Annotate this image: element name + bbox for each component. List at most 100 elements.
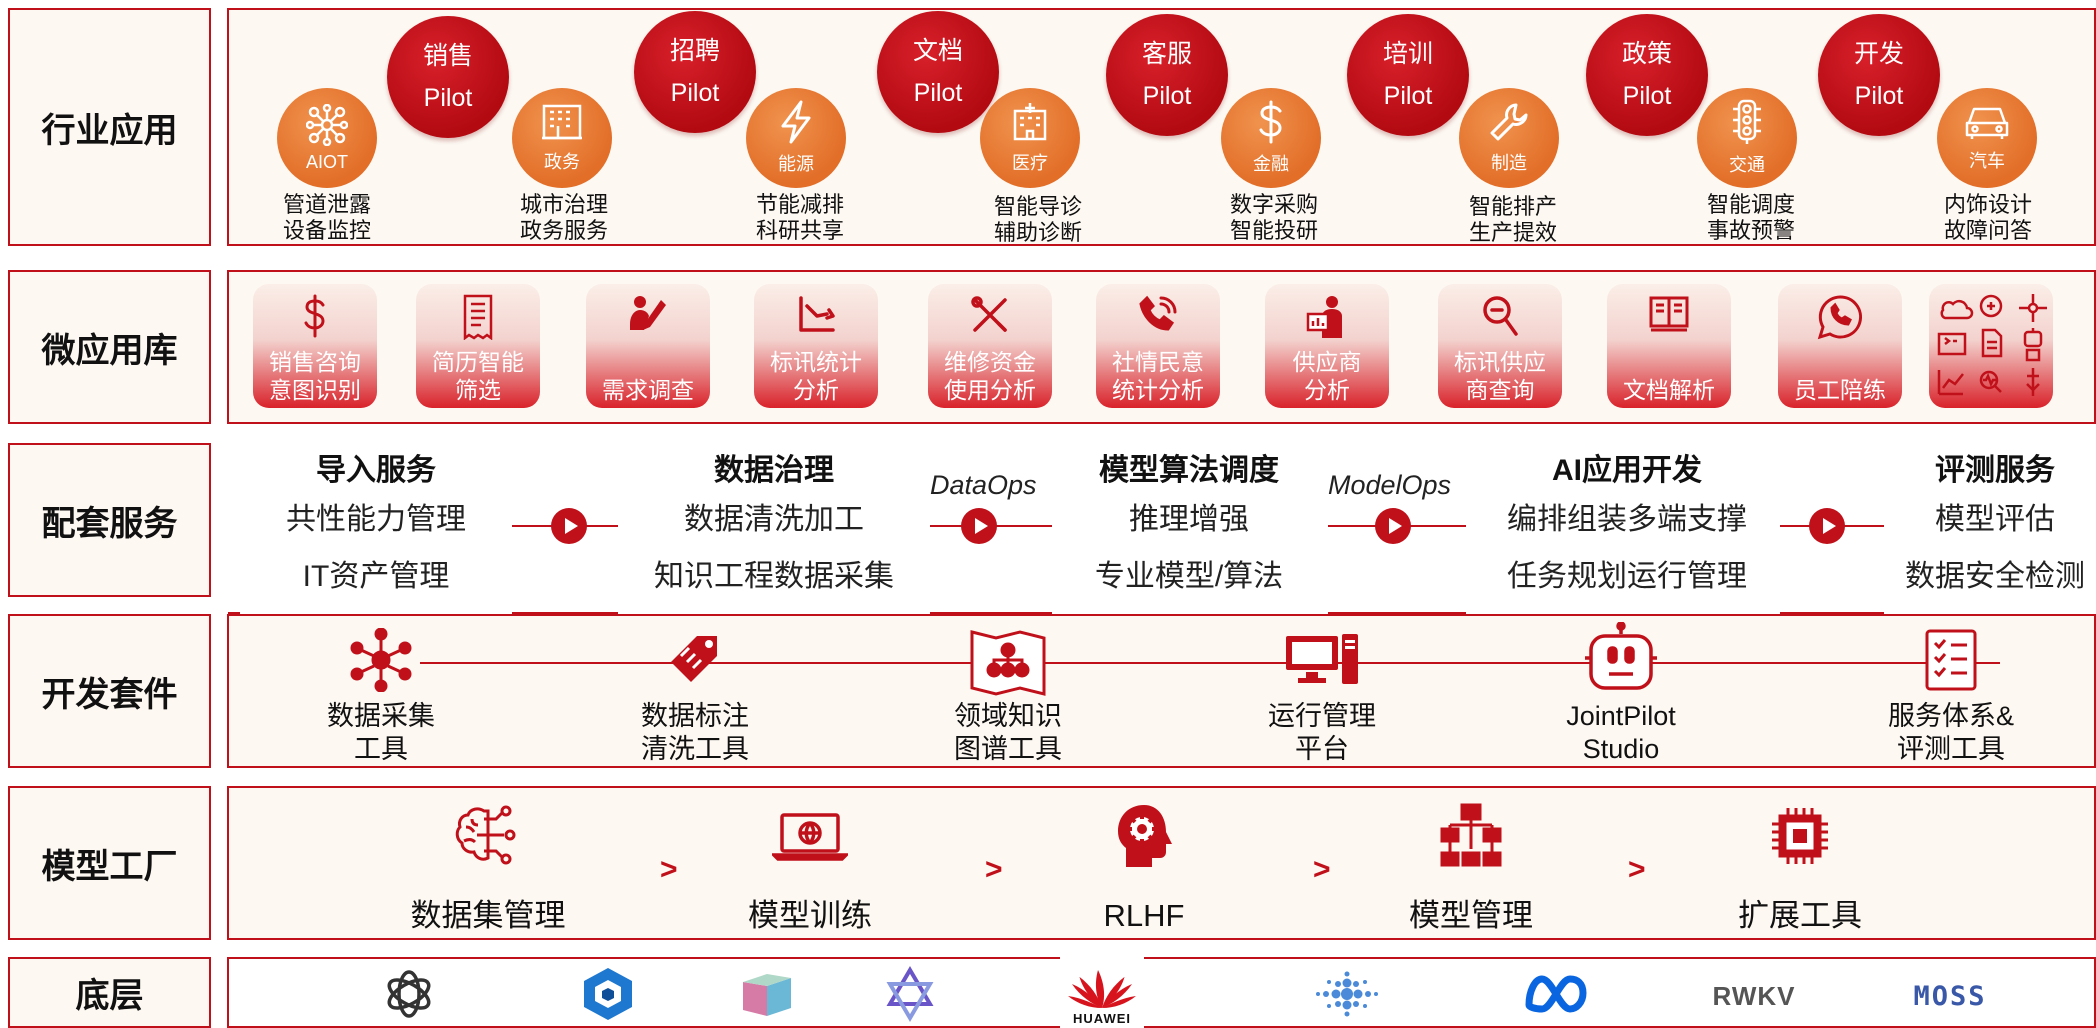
pilot-service[interactable]: 客服 Pilot xyxy=(1106,14,1228,136)
devkit-label-line: 清洗工具 xyxy=(641,734,749,764)
micro-app-more[interactable] xyxy=(1929,284,2053,408)
sector-text-transport: 智能调度 事故预警 xyxy=(1671,192,1831,244)
pilot-docs[interactable]: 文档 Pilot xyxy=(877,11,999,133)
sector-name: 政务 xyxy=(544,152,580,172)
micro-app-resume[interactable]: 简历智能 筛选 xyxy=(416,284,540,408)
factory-label: 模型管理 xyxy=(1409,898,1533,933)
micro-app-bid-stats[interactable]: 标讯统计 分析 xyxy=(754,284,878,408)
micro-app-label-line: 员工陪练 xyxy=(1794,377,1886,403)
sector-text-line: 内饰设计 xyxy=(1943,192,2032,217)
hierarchy-icon xyxy=(1440,803,1502,867)
sector-text-line: 智能导诊 xyxy=(993,194,1082,219)
devkit-ops-platform[interactable]: 运行管理 平台 xyxy=(1222,624,1422,766)
sector-auto[interactable]: 汽车 xyxy=(1937,88,2037,188)
sector-medical[interactable]: 医疗 xyxy=(980,88,1080,188)
micro-app-label-line: 供应商 xyxy=(1292,349,1362,375)
micro-app-label: 员工陪练 xyxy=(1778,376,1902,404)
service-item: 共性能力管理 xyxy=(286,503,466,536)
sector-text-government: 城市治理 政务服务 xyxy=(484,192,644,244)
divider-line xyxy=(512,612,618,614)
factory-chevron: > xyxy=(1628,853,1646,886)
micro-app-supplier[interactable]: 供应商 分析 xyxy=(1265,284,1389,408)
meta-logo xyxy=(1520,966,1592,1022)
micro-app-repair-fund[interactable]: 维修资金 使用分析 xyxy=(928,284,1052,408)
sector-aiot[interactable]: AIOT xyxy=(277,88,377,188)
sector-finance[interactable]: 金融 xyxy=(1221,88,1321,188)
factory-rlhf[interactable]: RLHF xyxy=(1034,796,1254,936)
service-item: 知识工程数据采集 xyxy=(654,560,894,593)
receipt-icon xyxy=(463,294,493,340)
devkit-label-line: 评测工具 xyxy=(1897,734,2005,764)
devkit-service-eval[interactable]: 服务体系& 评测工具 xyxy=(1851,624,2051,766)
pilot-dev[interactable]: 开发 Pilot xyxy=(1818,14,1940,136)
row-box-base xyxy=(227,957,2096,1028)
pilot-name: 销售 xyxy=(422,42,473,70)
devkit-jointpilot-studio[interactable]: JointPilot Studio xyxy=(1521,622,1721,766)
micro-app-label-line: 标讯统计 xyxy=(770,349,862,375)
pilot-training[interactable]: 培训 Pilot xyxy=(1347,14,1469,136)
micro-app-bid-supplier[interactable]: 标讯供应 商查询 xyxy=(1438,284,1562,408)
chart-arrow-icon xyxy=(799,296,835,332)
devkit-knowledge-graph[interactable]: 领域知识 图谱工具 xyxy=(908,624,1108,766)
micro-app-survey[interactable]: 需求调查 xyxy=(586,284,710,408)
factory-chevron: > xyxy=(1313,853,1331,886)
row-label-devkit: 开发套件 xyxy=(8,614,211,768)
pilot-suffix: Pilot xyxy=(670,79,720,107)
pilot-name: 招聘 xyxy=(669,37,720,65)
sector-text-manufacturing: 智能排产 生产提效 xyxy=(1433,194,1593,246)
micro-app-label: 简历智能 筛选 xyxy=(416,348,540,404)
sector-transport[interactable]: 交通 xyxy=(1697,88,1797,188)
micro-app-label-line: 社情民意 xyxy=(1112,349,1204,375)
micro-app-staff-coach[interactable]: 员工陪练 xyxy=(1778,284,1902,408)
devkit-label-line: 服务体系& xyxy=(1887,701,2014,731)
robot-icon xyxy=(1585,622,1657,690)
micro-app-label-line: 标讯供应 xyxy=(1454,349,1546,375)
service-item: 专业模型/算法 xyxy=(1094,560,1284,593)
pilot-recruit[interactable]: 招聘 Pilot xyxy=(634,11,756,133)
dollar-icon xyxy=(304,294,325,338)
factory-training[interactable]: 模型训练 xyxy=(700,796,920,936)
service-model-scheduling: 模型算法调度 推理增强 专业模型/算法 xyxy=(1064,451,1314,605)
head-gear-icon xyxy=(1118,805,1172,867)
sector-government[interactable]: 政务 xyxy=(512,88,612,188)
devkit-data-collect[interactable]: 数据采集 工具 xyxy=(281,624,481,766)
pilot-policy[interactable]: 政策 Pilot xyxy=(1586,14,1708,136)
devkit-label-line: 运行管理 xyxy=(1268,701,1376,731)
micro-app-sales-intent[interactable]: 销售咨询 意图识别 xyxy=(253,284,377,408)
row-label-industry: 行业应用 xyxy=(8,8,211,246)
row-label-base: 底层 xyxy=(8,957,211,1028)
service-item: IT资产管理 xyxy=(302,560,450,593)
checklist-icon xyxy=(1925,629,1977,691)
factory-dataset[interactable]: 数据集管理 xyxy=(378,796,598,936)
service-item: 模型评估 xyxy=(1935,503,2055,536)
blue-cube-icon xyxy=(584,968,632,1020)
sector-energy[interactable]: 能源 xyxy=(746,88,846,188)
factory-model-management[interactable]: 模型管理 xyxy=(1361,796,1581,936)
micro-app-doc-parse[interactable]: 文档解析 xyxy=(1607,284,1731,408)
brain-circuit-icon xyxy=(455,805,516,865)
computer-icon xyxy=(1286,634,1358,684)
sector-text-line: 政务服务 xyxy=(519,218,608,243)
lightning-icon xyxy=(781,100,811,144)
pilot-name: 开发 xyxy=(1853,40,1904,68)
micro-app-label-line: 文档解析 xyxy=(1623,377,1715,403)
huawei-logo: HUAWEI xyxy=(1060,956,1144,1028)
sector-text-line: 管道泄露 xyxy=(282,192,371,217)
flow-arrow-icon xyxy=(551,508,587,544)
micro-app-label-line: 使用分析 xyxy=(944,377,1036,403)
dots-model-logo xyxy=(1312,968,1382,1020)
sector-text-line: 节能减排 xyxy=(755,192,844,217)
pilot-suffix: Pilot xyxy=(423,84,473,112)
sector-text-line: 生产提效 xyxy=(1468,220,1557,245)
factory-label: 数据集管理 xyxy=(410,898,566,933)
row-box-factory xyxy=(227,786,2096,940)
micro-app-public-opinion[interactable]: 社情民意 统计分析 xyxy=(1096,284,1220,408)
factory-chevron: > xyxy=(985,853,1003,886)
devkit-data-labeling[interactable]: 数据标注 清洗工具 xyxy=(595,624,795,766)
pilot-suffix: Pilot xyxy=(913,79,963,107)
pilot-sales[interactable]: 销售 Pilot xyxy=(387,16,509,138)
factory-extension-tools[interactable]: 扩展工具 xyxy=(1690,796,1910,936)
flow-arrow-icon xyxy=(1375,508,1411,544)
sector-manufacturing[interactable]: 制造 xyxy=(1459,88,1559,188)
pilot-name: 客服 xyxy=(1141,40,1192,68)
